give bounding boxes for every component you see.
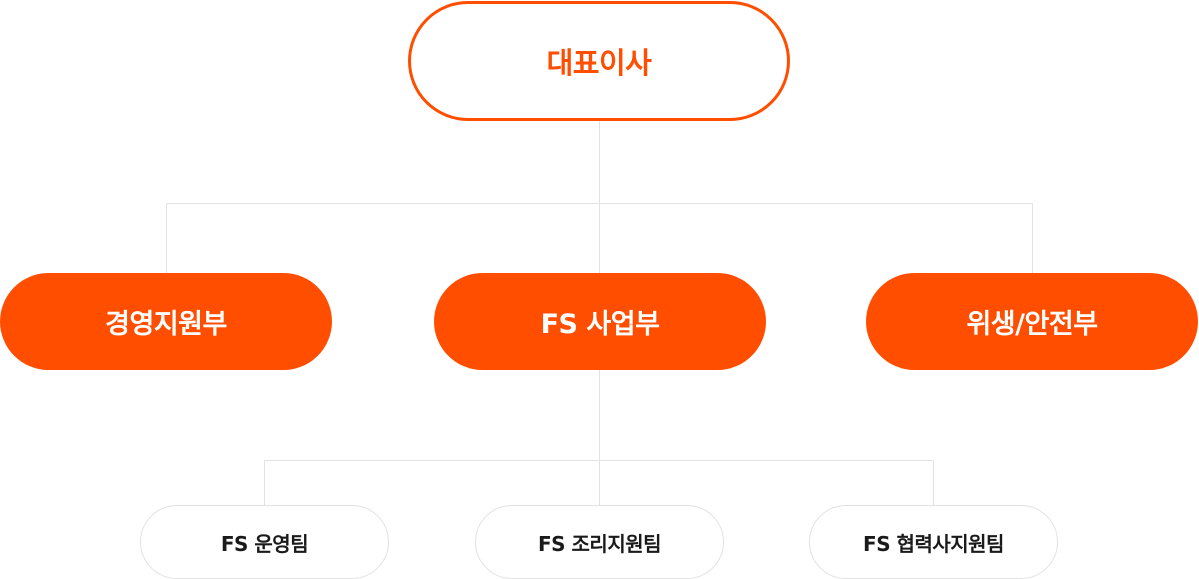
dept-label: 위생/안전부 (966, 309, 1098, 340)
team-label: FS 협력사지원팀 (863, 531, 1004, 556)
ceo-label: 대표이사 (546, 46, 652, 80)
dept-node-hygiene-safety: 위생/안전부 (866, 273, 1198, 370)
team-node-fs-partner-support: FS 협력사지원팀 (809, 505, 1058, 579)
dept-label: FS 사업부 (540, 309, 660, 340)
dept-node-fs-business: FS 사업부 (434, 273, 766, 370)
team-label: FS 조리지원팀 (537, 531, 662, 556)
dept-node-management-support: 경영지원부 (0, 273, 332, 370)
team-label: FS 운영팀 (220, 531, 309, 556)
team-node-fs-cooking-support: FS 조리지원팀 (475, 505, 724, 579)
dept-label: 경영지원부 (105, 309, 227, 340)
team-node-fs-operations: FS 운영팀 (140, 505, 389, 579)
ceo-node: 대표이사 (408, 1, 790, 121)
